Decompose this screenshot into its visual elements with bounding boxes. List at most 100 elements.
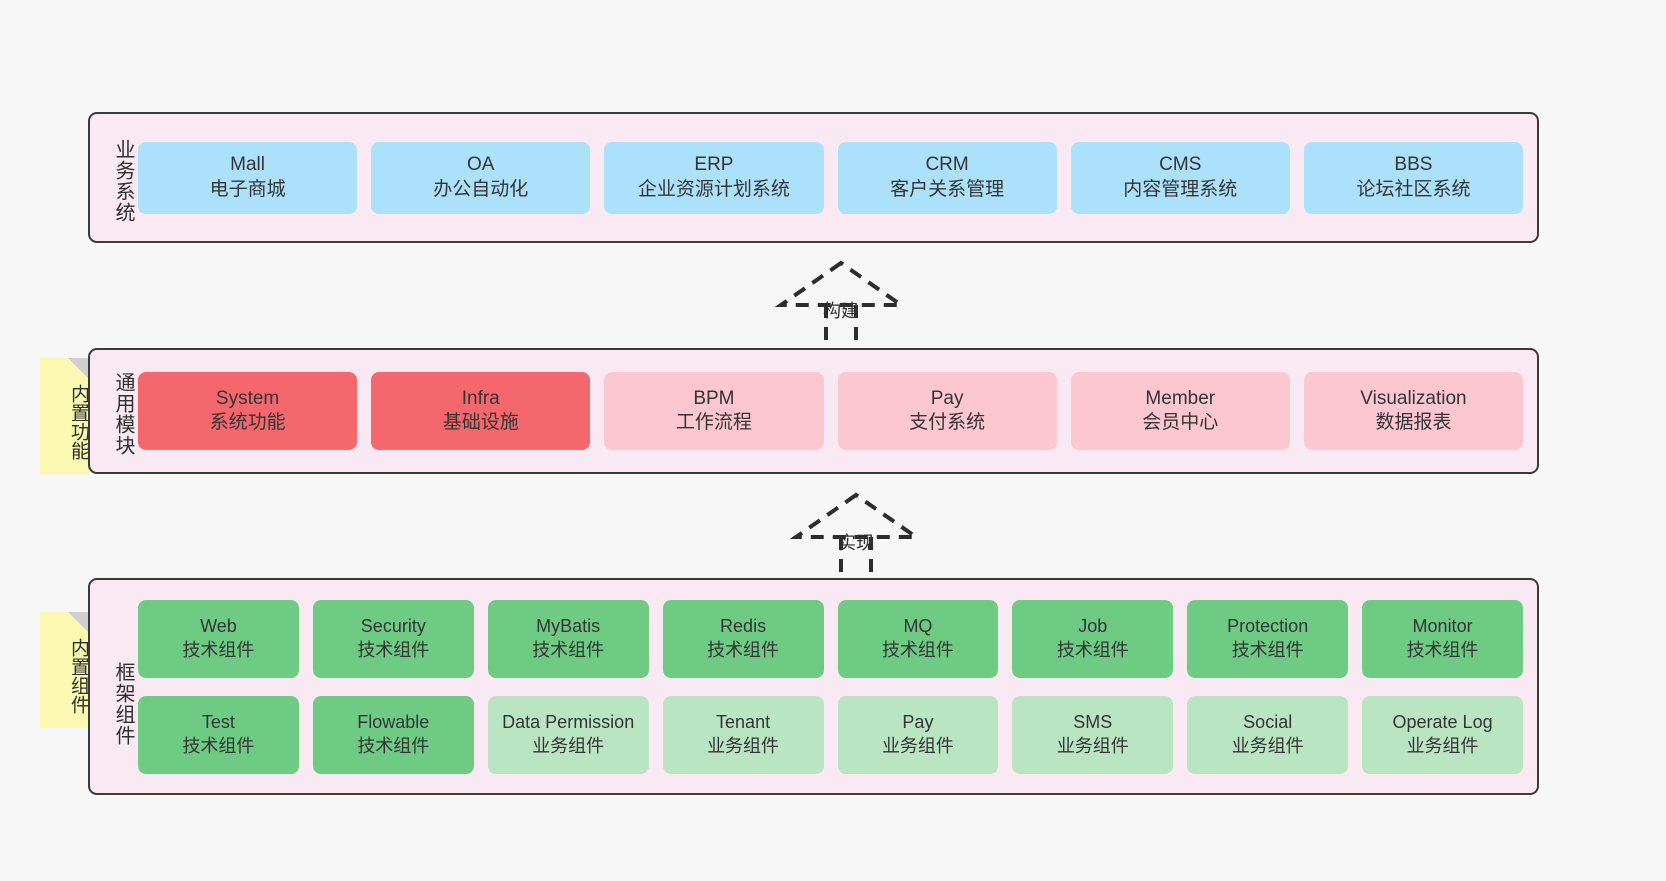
node-subtitle: 数据报表: [1375, 412, 1452, 433]
node-title: Flowable: [357, 712, 430, 733]
node-subtitle: 论坛社区系统: [1356, 178, 1471, 200]
layer-modules-label: 通用模块: [112, 372, 134, 456]
node-subtitle: 技术组件: [1406, 639, 1479, 660]
node-title: System: [215, 387, 280, 409]
generalization-arrowhead-icon: [789, 492, 923, 539]
layer-framework-label: 框架组件: [112, 661, 134, 746]
node-title: Pay: [930, 387, 964, 409]
connector-realize-label: 实现: [838, 533, 874, 553]
node-subtitle: 技术组件: [1056, 639, 1129, 660]
node-subtitle: 技术组件: [707, 639, 780, 660]
node-title: Tenant: [716, 712, 771, 733]
node-module-visualization[interactable]: Visualization 数据报表: [1303, 372, 1524, 450]
node-title: MQ: [903, 616, 933, 637]
node-subtitle: 业务组件: [707, 735, 780, 756]
node-module-member[interactable]: Member 会员中心: [1070, 372, 1290, 450]
node-subtitle: 企业资源计划系统: [637, 178, 790, 200]
node-title: Operate Log: [1392, 712, 1493, 733]
node-subtitle: 客户关系管理: [890, 178, 1005, 200]
node-title: Test: [201, 712, 235, 733]
node-title: Visualization: [1360, 387, 1467, 409]
node-subtitle: 会员中心: [1142, 412, 1219, 433]
node-title: Monitor: [1412, 616, 1473, 637]
node-subtitle: 技术组件: [182, 735, 255, 756]
node-title: BBS: [1394, 154, 1433, 176]
node-subtitle: 业务组件: [881, 735, 954, 756]
node-title: CMS: [1159, 154, 1202, 176]
node-subtitle: 办公自动化: [433, 178, 529, 200]
node-title: CRM: [925, 154, 969, 176]
node-subtitle: 技术组件: [532, 639, 605, 660]
node-title: Pay: [902, 712, 934, 733]
node-subtitle: 业务组件: [1406, 735, 1479, 756]
node-title: Member: [1145, 387, 1216, 409]
note-builtin-components-label: 内置组件: [68, 638, 89, 714]
node-title: Data Permission: [502, 712, 635, 733]
node-title: Job: [1078, 616, 1108, 637]
connector-build-label: 构建: [823, 301, 859, 321]
node-title: Security: [360, 616, 426, 637]
node-subtitle: 系统功能: [209, 412, 286, 433]
node-title: OA: [467, 154, 495, 176]
generalization-arrowhead-icon: [774, 260, 908, 307]
node-title: Web: [200, 616, 237, 637]
node-subtitle: 技术组件: [357, 735, 430, 756]
note-builtin-functions: 内置功能: [40, 358, 89, 474]
node-subtitle: 技术组件: [357, 639, 430, 660]
node-subtitle: 业务组件: [1231, 735, 1304, 756]
node-subtitle: 技术组件: [1231, 639, 1304, 660]
node-subtitle: 技术组件: [881, 639, 954, 660]
node-title: Redis: [720, 616, 767, 637]
node-subtitle: 业务组件: [532, 735, 605, 756]
connector-build: 构建: [761, 257, 921, 355]
note-builtin-components: 内置组件: [40, 612, 89, 728]
layer-business-label: 业务系统: [112, 138, 134, 223]
node-title: Protection: [1227, 616, 1309, 637]
connector-realize: 实现: [776, 489, 936, 587]
node-subtitle: 电子商城: [209, 178, 286, 200]
node-title: Social: [1243, 712, 1293, 733]
node-title: Infra: [461, 387, 500, 409]
node-title: SMS: [1073, 712, 1113, 733]
node-subtitle: 基础设施: [442, 412, 519, 433]
node-module-system[interactable]: System 系统功能: [138, 372, 358, 450]
node-module-infra[interactable]: Infra 基础设施: [371, 372, 591, 450]
note-builtin-functions-label: 内置功能: [68, 384, 89, 460]
node-title: Mall: [230, 154, 265, 176]
node-title: MyBatis: [536, 616, 601, 637]
